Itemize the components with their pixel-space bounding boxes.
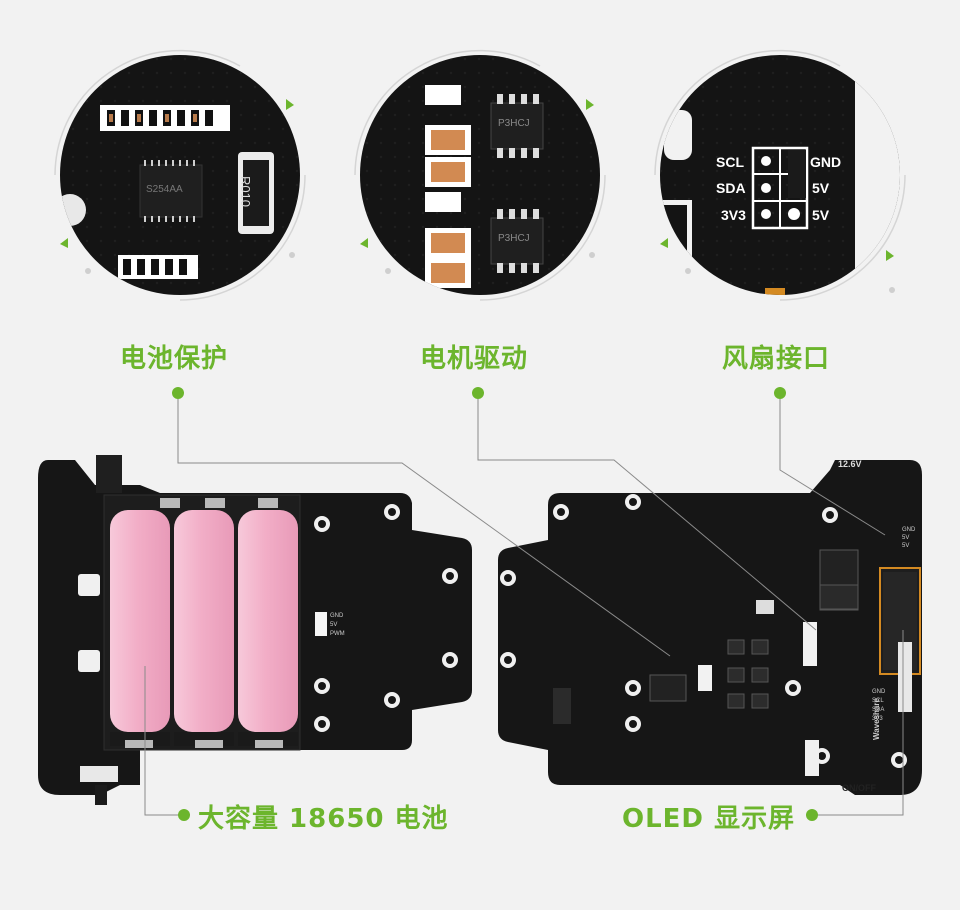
zoom-fan-interface <box>660 55 900 295</box>
ring-markers <box>60 62 894 261</box>
zoom-rings <box>54 49 906 301</box>
leader-lines <box>144 399 904 816</box>
zoom-fan-scl-label: SCL <box>716 154 744 170</box>
pin-label: PWM <box>330 631 345 637</box>
zoom-battery-protection <box>60 55 300 295</box>
zoom-fan-gnd-label: GND <box>810 154 842 170</box>
pin-label: 5V <box>902 535 910 541</box>
right-i2c-pin-labels: GND 5V 5V <box>902 526 915 550</box>
zoom-ic-label: S254AA <box>146 184 183 195</box>
right-bottom-pin-labels: GND SCL SDA 3V3 <box>872 688 885 724</box>
callout-battery-protection: 电池保护 <box>120 344 229 374</box>
pin-label: GND <box>902 527 916 533</box>
callout-large-battery: 大容量 18650 电池 <box>198 804 449 834</box>
pin-label: 5V <box>330 622 338 628</box>
right-board <box>498 460 922 795</box>
zoom-motor-chip1-label: P3HCJ <box>498 118 530 129</box>
zoom-motor-driver <box>360 55 600 295</box>
callout-fan-interface: 风扇接口 <box>722 344 831 374</box>
onoff-label: ON/OFF <box>842 783 876 793</box>
zoom-fan-3v3-label: 3V3 <box>721 207 746 223</box>
pin-label: SDA <box>872 707 885 713</box>
zoom-fan-5v-label-b: 5V <box>812 207 830 223</box>
callout-oled-display: OLED 显示屏 <box>622 804 796 834</box>
zoom-motor-chip2-label: P3HCJ <box>498 233 530 244</box>
left-board <box>38 455 472 805</box>
left-fan-pin-labels: GND 5V PWM <box>330 612 345 639</box>
zoom-fan-5v-label-a: 5V <box>812 180 830 196</box>
voltage-label: 12.6V <box>838 459 862 469</box>
pin-label: SCL <box>872 698 884 704</box>
pin-label: GND <box>872 689 886 695</box>
zoom-fan-sda-label: SDA <box>716 180 746 196</box>
pin-label: 5V <box>902 543 910 549</box>
pin-label: 3V3 <box>872 716 883 722</box>
zoom-resistor-label: R010 <box>238 175 254 208</box>
callout-dots <box>172 387 818 821</box>
callout-motor-driver: 电机驱动 <box>420 344 529 374</box>
pin-label: GND <box>330 613 344 619</box>
battery-cells <box>110 510 298 732</box>
